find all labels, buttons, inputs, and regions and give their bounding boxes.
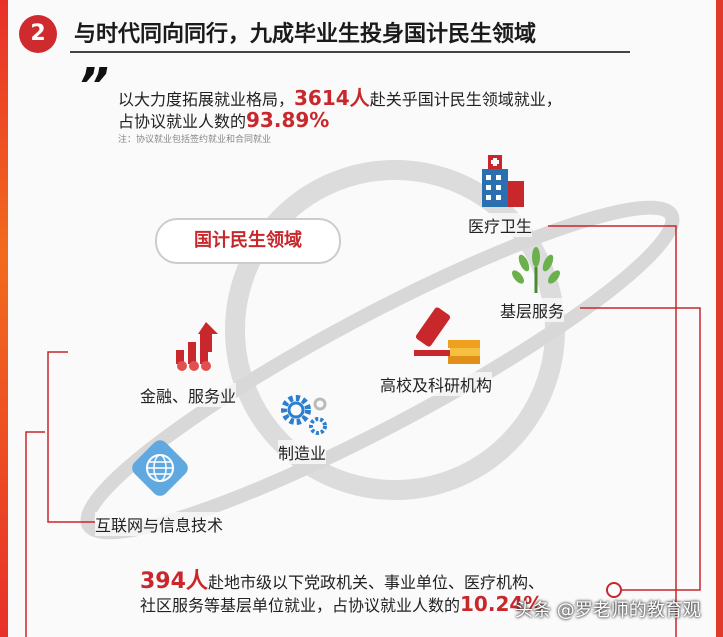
intro-line-2: 占协议就业人数的93.89% [118, 108, 329, 132]
watermark: 头条 @罗老师的教育观 [515, 600, 701, 621]
intro-line-1: 以大力度拓展就业格局，3614人赴关乎国计民生领域就业， [118, 82, 562, 111]
sector-label-research: 高校及科研机构 [380, 372, 493, 396]
wheat-icon [512, 247, 560, 293]
footnote: 注：协议就业包括签约就业和合同就业 [118, 135, 272, 145]
bottom-text: 赴地市级以下党政机关、事业单位、医疗机构、 [207, 573, 544, 592]
bottom-percent: 10.24% [460, 592, 544, 616]
sector-label-grassroots: 基层服务 [500, 298, 565, 322]
intro-text: 以大力度拓展就业格局， [118, 90, 295, 109]
center-label-pill: 国计民生领域 [155, 218, 341, 264]
microscope-books-icon [414, 307, 480, 364]
title-underline [70, 51, 630, 53]
sector-label-internet: 互联网与信息技术 [95, 512, 224, 536]
globe-icon [132, 440, 188, 496]
section-title: 与时代同向同行，九成毕业生投身国计民生领域 [74, 22, 537, 47]
hospital-icon [482, 155, 524, 207]
finance-chart-icon [176, 322, 218, 371]
bottom-number: 394人 [140, 569, 208, 594]
quote-mark-icon: ” [78, 58, 109, 114]
sector-label-finance: 金融、服务业 [140, 383, 237, 407]
bottom-text: 社区服务等基层单位就业，占协议就业人数的 [140, 596, 461, 615]
left-border [0, 0, 8, 637]
connector-end-dot [606, 582, 622, 598]
intro-text: 占协议就业人数的 [118, 112, 247, 131]
planet-orbit [80, 200, 680, 540]
connector-line [580, 307, 701, 591]
bottom-line-2: 社区服务等基层单位就业，占协议就业人数的10.24% [140, 592, 543, 616]
section-number-badge: 2 [19, 15, 57, 53]
right-border [716, 0, 723, 637]
bottom-line-1: 394人赴地市级以下党政机关、事业单位、医疗机构、 [140, 563, 544, 595]
intro-text: 赴关乎国计民生领域就业， [369, 90, 562, 109]
sector-label-manufacturing: 制造业 [278, 440, 327, 464]
connector-line [548, 225, 677, 637]
intro-percent: 93.89% [246, 108, 330, 132]
intro-number: 3614人 [294, 86, 370, 110]
sector-label-healthcare: 医疗卫生 [468, 213, 533, 237]
gears-icon [281, 395, 327, 435]
connector-line [47, 351, 95, 523]
connector-line [25, 431, 45, 637]
